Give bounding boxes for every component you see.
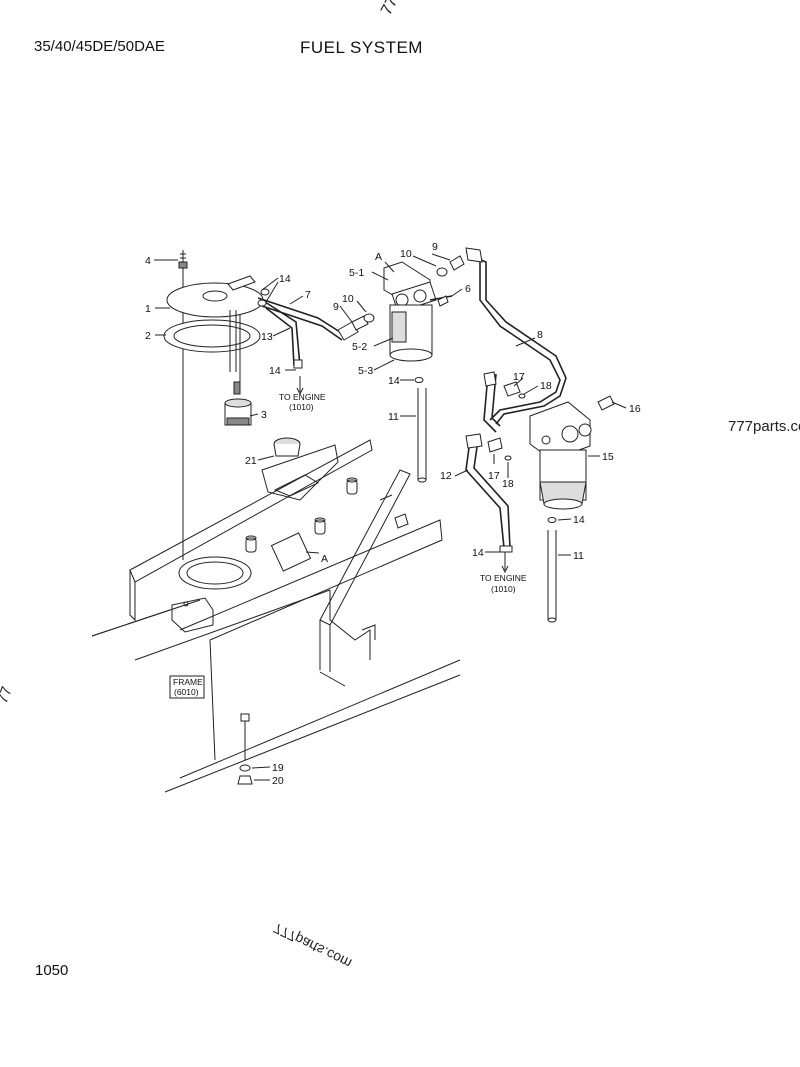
callout-6: 6 <box>465 283 471 295</box>
callout-5-1: 5-1 <box>349 267 364 279</box>
callout-18a: 18 <box>540 380 552 392</box>
callout-11a: 11 <box>388 411 399 423</box>
callout-5-3: 5-3 <box>358 365 373 377</box>
to-engine-note-2: TO ENGINE <box>480 573 527 583</box>
callout-ref-a2: A <box>321 553 328 565</box>
callout-21: 21 <box>245 455 257 467</box>
callout-4: 4 <box>145 255 151 267</box>
callout-16: 16 <box>629 403 641 415</box>
leader-lines <box>154 253 627 781</box>
callout-15: 15 <box>602 451 614 463</box>
filler-cap-and-drain <box>237 437 301 785</box>
callout-14c: 14 <box>388 375 400 387</box>
page-title: FUEL SYSTEM <box>300 38 423 57</box>
callout-1: 1 <box>145 303 151 315</box>
fuel-filter-15 <box>483 371 615 623</box>
frame-ref: (6010) <box>174 687 199 697</box>
callout-14e: 14 <box>472 547 484 559</box>
callout-3: 3 <box>261 409 267 421</box>
callout-17b: 17 <box>488 470 500 482</box>
frame-ref-box <box>169 675 205 699</box>
callout-17a: 17 <box>513 371 525 383</box>
callout-14d: 14 <box>573 514 585 526</box>
callout-20: 20 <box>272 775 284 787</box>
callout-5-2: 5-2 <box>352 341 367 353</box>
callout-10b: 10 <box>400 248 412 260</box>
fuel-pipes <box>417 247 567 483</box>
callout-ref-a1: A <box>375 251 382 263</box>
callout-labels: 4 1 2 3 21 14 7 13 14 A 5-1 10 9 5-2 5-3… <box>145 241 641 787</box>
fuel-filter-5 <box>383 261 453 383</box>
to-engine-note-1: TO ENGINE <box>279 392 326 402</box>
callout-14a: 14 <box>279 273 291 285</box>
callout-9a: 9 <box>333 301 339 313</box>
callout-7: 7 <box>305 289 311 301</box>
watermark-right: 777parts.co <box>728 418 800 435</box>
routing-notes: TO ENGINE (1010) TO ENGINE (1010) FRAME … <box>169 392 527 699</box>
callout-19: 19 <box>272 762 284 774</box>
callout-11b: 11 <box>573 550 584 562</box>
return-hose-12 <box>465 433 513 553</box>
callout-9b: 9 <box>432 241 438 253</box>
callout-12: 12 <box>440 470 452 482</box>
callout-13: 13 <box>261 331 273 343</box>
model-designation: 35/40/45DE/50DAE <box>34 38 165 55</box>
page-number: 1050 <box>35 962 69 979</box>
callout-10a: 10 <box>342 293 354 305</box>
callout-18b: 18 <box>502 478 514 490</box>
fuel-sender-assembly <box>163 250 264 560</box>
to-engine-ref-2: (1010) <box>491 584 516 594</box>
callout-8: 8 <box>537 329 543 341</box>
fuel-hoses-upper <box>257 288 375 369</box>
to-engine-ref-1: (1010) <box>289 402 314 412</box>
callout-14b: 14 <box>269 365 281 377</box>
frame-note: FRAME <box>173 677 203 687</box>
frame-structure <box>91 439 461 793</box>
callout-2: 2 <box>145 330 151 342</box>
